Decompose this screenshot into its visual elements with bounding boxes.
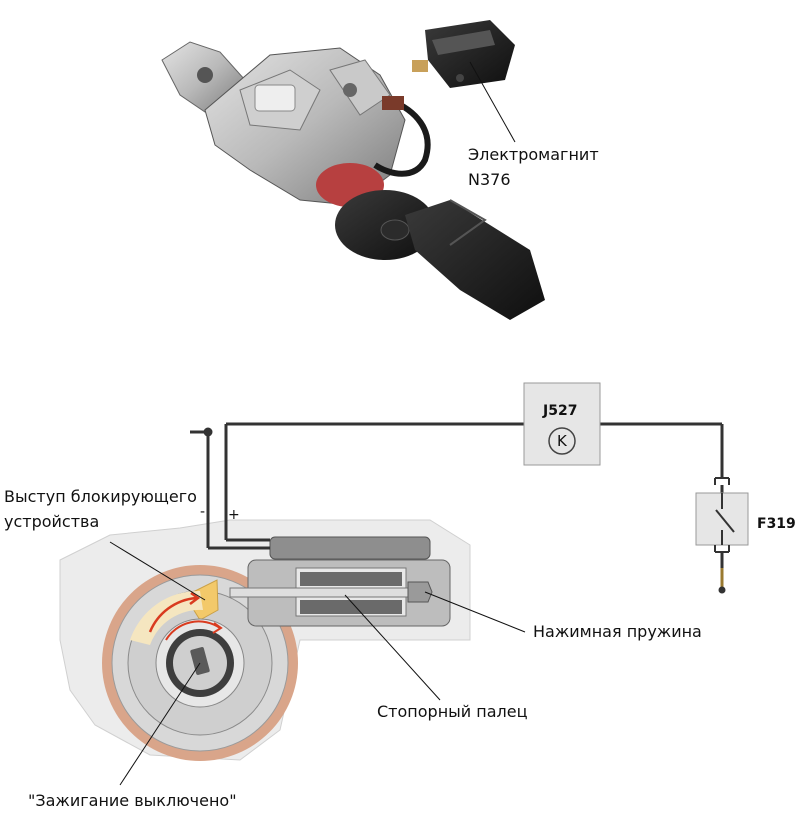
inner-arrow — [165, 620, 221, 641]
ecu-symbol: K — [557, 432, 567, 450]
switch-connector-top — [714, 477, 730, 485]
connector-red — [382, 96, 404, 110]
locking-pin-rod — [229, 587, 423, 598]
rotation-arrow-outer — [148, 596, 197, 633]
ignition-leader — [119, 662, 201, 786]
coil-upper — [300, 572, 402, 586]
switch-connector-bottom — [714, 545, 730, 553]
rotation-arrowhead — [189, 591, 201, 605]
lock-lug-label-line1: Выступ блокирующего — [4, 487, 197, 506]
key-fob — [405, 200, 545, 320]
solenoid-callout-line — [469, 61, 516, 143]
solenoid-cap — [269, 536, 431, 560]
inner-arrowhead — [212, 622, 223, 634]
ignition-off-label: "Зажигание выключено" — [28, 791, 237, 810]
ignition-lock-illustration — [161, 20, 545, 320]
solenoid-label-line1: Электромагнит — [468, 145, 599, 164]
key-slot — [380, 219, 410, 241]
pressure-spring-end — [407, 581, 433, 603]
junction-dot — [203, 427, 213, 437]
wire-loop — [373, 97, 431, 177]
key-slot — [190, 647, 210, 675]
lock-lug — [184, 579, 219, 621]
lug-leader — [109, 541, 206, 601]
ignition-lock-photo — [150, 0, 600, 345]
coil-lower — [300, 600, 402, 614]
plate-hole — [343, 83, 357, 97]
lock-window — [254, 84, 296, 112]
spring-leader — [424, 591, 526, 633]
key-edge — [449, 199, 487, 246]
solenoid-n376 — [412, 20, 515, 88]
ecu-code: J527 — [543, 403, 578, 419]
solenoid-label-line2: N376 — [468, 170, 511, 189]
lug-guide — [130, 590, 203, 645]
lock-lug-label-line2: устройства — [4, 512, 100, 531]
pressure-spring-label: Нажимная пружина — [533, 622, 702, 641]
polarity-minus: - — [200, 504, 206, 520]
switch-code: F319 — [757, 516, 796, 532]
locking-pin-label: Стопорный палец — [377, 702, 528, 721]
pin-leader — [344, 594, 441, 701]
switch-blade — [715, 509, 735, 533]
polarity-plus: + — [228, 507, 240, 523]
top-plate — [329, 59, 391, 116]
ecu-symbol-circle — [548, 427, 576, 455]
ground-dot — [718, 586, 726, 594]
bracket-hole — [197, 67, 213, 83]
ecu-box — [523, 382, 601, 466]
